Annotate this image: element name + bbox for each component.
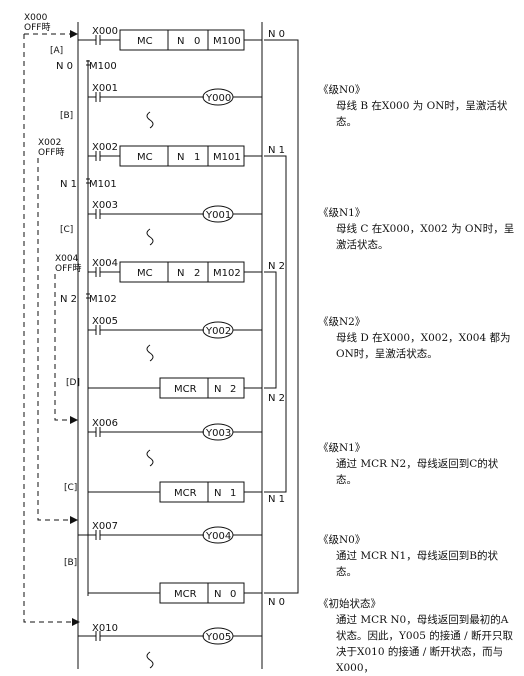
mc-rung-n1: X002 MC N 1 M101 N 1 N 1 M101 — [60, 142, 285, 190]
mcr-rung-n2-nest: N — [214, 384, 221, 395]
mc-rung-n2-sub-device: M102 — [89, 294, 117, 305]
mc-rung-n2: X004 MC N 2 M102 N 2 N 2 M102 — [60, 258, 285, 305]
x002-off-note-device: X002 — [38, 138, 61, 148]
coil-rung-y002: X005 Y002 [D] — [66, 316, 262, 388]
coil-rung-y005-coil: Y005 — [205, 632, 231, 643]
mc-rung-n1-device: M101 — [213, 152, 241, 163]
mc-rung-n0-sub-device: M100 — [89, 61, 117, 72]
mcr-rung-n0-nest: N — [214, 589, 221, 600]
mcr-rung-n2-op: MCR — [174, 384, 197, 395]
x000-off-arrowhead — [72, 618, 80, 626]
mcr-rung-n2: MCR N 2 N 2 — [88, 377, 285, 404]
desc-level-n1-return: 《级N1》 通过 MCR N2，母线返回到C的状态。 — [318, 440, 518, 488]
mc-rung-n2-sub-level: N 2 — [60, 294, 77, 305]
desc-heading: 《初始状态》 — [318, 598, 381, 610]
desc-body: 通过 MCR N1，母线返回到B的状态。 — [336, 550, 498, 578]
x004-off-note-state: OFF時 — [55, 263, 81, 274]
coil-rung-y000-contact: X001 — [92, 83, 118, 94]
label-d: [D] — [66, 378, 80, 388]
coil-rung-y000-coil: Y000 — [205, 93, 231, 104]
mc-rung-n0-device: M100 — [213, 36, 241, 47]
coil-rung-y001: X003 Y001 [C] — [60, 200, 262, 246]
mcr-rung-n1-level: 1 — [230, 488, 236, 499]
mcr-rung-n0: MCR N 0 N 0 — [88, 582, 285, 608]
nest-bracket-n2 — [264, 271, 277, 389]
desc-heading: 《级N0》 — [318, 84, 366, 96]
x000-off-dashed-path — [23, 34, 72, 623]
desc-level-n0-b: 《级N0》 母线 B 在X000 为 ON时，呈激活状态。 — [318, 82, 518, 130]
x004-off-note-device: X004 — [55, 254, 79, 264]
mc-rung-n1-contact: X002 — [92, 142, 118, 153]
mc-rung-n2-contact: X004 — [92, 258, 118, 269]
desc-level-n1-c: 《级N1》 母线 C 在X000，X002 为 ON时，呈激活状态。 — [318, 205, 518, 253]
mcr-rung-n0-level: 0 — [230, 589, 236, 600]
nest-bracket-n0 — [264, 39, 299, 594]
desc-heading: 《级N1》 — [318, 442, 366, 454]
mcr-rung-n1-bus: N 1 — [268, 494, 285, 505]
mc-rung-n0-bus: N 0 — [268, 29, 285, 40]
x000-off-note-device: X000 — [24, 13, 48, 23]
mc-rung-n1-op: MC — [137, 152, 153, 163]
coil-rung-y000: X001 Y000 [B] — [60, 83, 262, 129]
coil-rung-y003-coil: Y003 — [205, 428, 231, 439]
mc-rung-n0-nest: N — [177, 36, 184, 47]
label-c2: [C] — [64, 483, 77, 493]
mcr-rung-n0-bus: N 0 — [268, 597, 285, 608]
mcr-rung-n2-level: 2 — [230, 384, 236, 395]
label-b: [B] — [60, 111, 73, 121]
desc-heading: 《级N1》 — [318, 207, 366, 219]
coil-rung-y001-contact: X003 — [92, 200, 118, 211]
mc-rung-n0-op: MC — [137, 36, 153, 47]
mcr-rung-n1-op: MCR — [174, 488, 197, 499]
mcr-rung-n0-op: MCR — [174, 589, 197, 600]
nest-bracket-n1 — [264, 155, 287, 493]
coil-rung-y005-contact: X010 — [92, 623, 118, 634]
mc-rung-n0-contact: X000 — [92, 26, 118, 37]
mc-rung-n1-nest: N — [177, 152, 184, 163]
mc-rung-n1-bus: N 1 — [268, 145, 285, 156]
coil-rung-y001-coil: Y001 — [205, 210, 231, 221]
desc-body: 通过 MCR N0，母线返回到最初的A状态。因此，Y005 的接通 / 断开只取… — [336, 614, 514, 674]
desc-body: 通过 MCR N2，母线返回到C的状态。 — [336, 458, 499, 486]
desc-body: 母线 D 在X000，X002，X004 都为 ON时，呈激活状态。 — [336, 332, 511, 360]
coil-rung-y002-contact: X005 — [92, 316, 118, 327]
desc-body: 母线 B 在X000 为 ON时，呈激活状态。 — [336, 100, 508, 128]
coil-rung-y004: X007 Y004 [B] — [64, 521, 262, 568]
label-c1: [C] — [60, 225, 73, 235]
mcr-rung-n1-nest: N — [214, 488, 221, 499]
mc-rung-n2-op: MC — [137, 268, 153, 279]
mc-rung-n1-sub-level: N 1 — [60, 179, 77, 190]
x004-off-dashed-path — [54, 274, 76, 421]
coil-rung-y003-contact: X006 — [92, 418, 118, 429]
coil-rung-y002-coil: Y002 — [205, 326, 231, 337]
label-b2: [B] — [64, 558, 77, 568]
mc-rung-n1-level: 1 — [194, 152, 200, 163]
desc-level-n0-return: 《级N0》 通过 MCR N1，母线返回到B的状态。 — [318, 532, 518, 580]
mc-rung-n2-nest: N — [177, 268, 184, 279]
x002-off-note-state: OFF時 — [38, 147, 64, 158]
mc-rung-n2-bus: N 2 — [268, 261, 285, 272]
mc-rung-n2-level: 2 — [194, 268, 200, 279]
desc-level-n2-d: 《级N2》 母线 D 在X000，X002，X004 都为 ON时，呈激活状态。 — [318, 314, 518, 362]
mcr-rung-n1: MCR N 1 N 1 — [88, 481, 285, 505]
desc-body: 母线 C 在X000，X002 为 ON时，呈激活状态。 — [336, 223, 515, 251]
coil-rung-y004-contact: X007 — [92, 521, 118, 532]
label-a: [A] — [50, 46, 63, 56]
desc-heading: 《级N2》 — [318, 316, 366, 328]
mc-rung-n2-device: M102 — [213, 268, 241, 279]
mc-rung-n0-level: 0 — [194, 36, 200, 47]
coil-rung-y005: X010 Y005 — [78, 623, 262, 669]
x000-off-note-state: OFF時 — [24, 22, 50, 33]
mc-rung-n0-sub-level: N 0 — [56, 61, 73, 72]
coil-rung-y003: X006 Y003 [C] — [64, 418, 262, 493]
mc-rung-n1-sub-device: M101 — [89, 179, 117, 190]
x002-off-dashed-path — [37, 158, 76, 521]
coil-rung-y004-coil: Y004 — [205, 531, 231, 542]
desc-heading: 《级N0》 — [318, 534, 366, 546]
mc-rung-n0: X000 MC N 0 M100 N 0 [A] N 0 M100 — [50, 26, 285, 72]
desc-initial-state: 《初始状态》 通过 MCR N0，母线返回到最初的A状态。因此，Y005 的接通… — [318, 596, 518, 676]
mcr-rung-n2-bus: N 2 — [268, 393, 285, 404]
